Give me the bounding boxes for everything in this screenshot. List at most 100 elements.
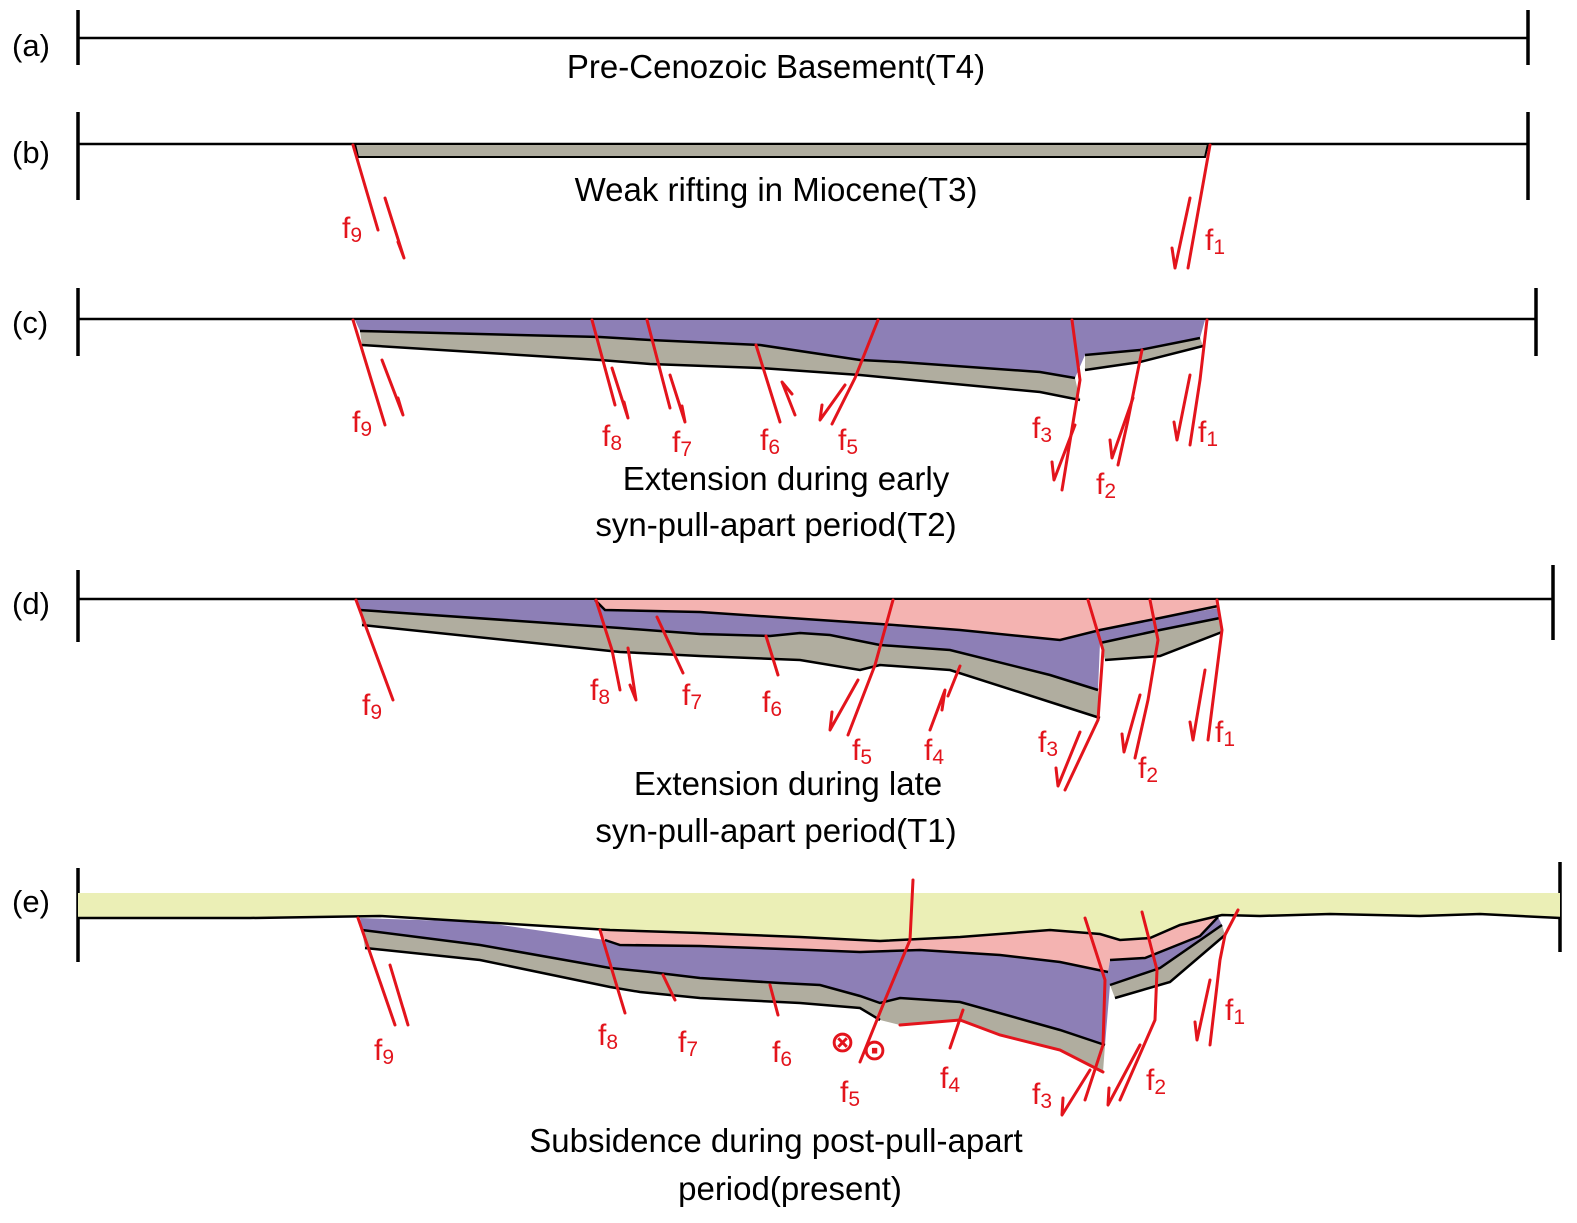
fault-f1-slip-arrow — [1193, 978, 1212, 1042]
fault-label-f1: f1 — [1225, 994, 1245, 1029]
fault-label-f4: f4 — [940, 1062, 960, 1097]
early-syn-pull-apart-unit — [356, 600, 1220, 690]
fault-label-f7: f7 — [682, 679, 702, 714]
panel-label-e: (e) — [12, 884, 50, 919]
fault-f2-slip-arrow — [1120, 693, 1142, 754]
fault-label-f6: f6 — [760, 424, 780, 459]
miocene-layer — [353, 143, 1210, 158]
post-pull-apart-unit — [78, 893, 1560, 941]
early-syn-pull-apart-unit — [360, 917, 1222, 1045]
t3-horizon — [359, 608, 1099, 692]
t2-horizon — [604, 938, 1109, 974]
fault-label-f6: f6 — [762, 686, 782, 721]
fault-f8-slip-arrow — [610, 366, 630, 420]
fault-f6 — [764, 634, 780, 677]
fault-f3-slip-arrow — [1060, 1068, 1092, 1117]
fault-f5-slip-arrow — [828, 678, 860, 732]
t2-horizon — [594, 599, 1219, 642]
panel-a: (a) Pre-Cenozoic Basement(T4) — [12, 10, 1530, 85]
fault-label-f2: f2 — [1146, 1064, 1166, 1099]
t3-horizon — [359, 329, 1076, 380]
fault-label-f9: f9 — [374, 1034, 394, 1069]
fault-f2 — [1118, 910, 1159, 1102]
caption-c-line2: syn-pull-apart period(T2) — [595, 506, 956, 543]
fault-f6 — [754, 343, 782, 424]
fault-f3-slip-arrow — [1054, 730, 1082, 788]
miocene-unit-east — [1100, 618, 1222, 660]
fault-f3 — [1063, 598, 1105, 792]
t4-horizon-east — [1104, 630, 1223, 662]
fault-f2-slip-arrow — [1108, 396, 1135, 460]
caption-b: Weak rifting in Miocene(T3) — [575, 171, 978, 208]
panel-label-a: (a) — [12, 28, 50, 63]
fault-f1 — [1206, 598, 1224, 742]
caption-e-line1: Subsidence during post-pull-apart — [529, 1122, 1022, 1159]
fault-f5 — [846, 598, 895, 737]
fault-f9 — [354, 598, 395, 702]
fault-label-f9: f9 — [362, 689, 382, 724]
caption-e-line2: period(present) — [678, 1170, 902, 1207]
fault-f5 — [830, 318, 880, 426]
fault-label-f5: f5 — [840, 1076, 860, 1111]
miocene-unit-east — [1085, 338, 1203, 370]
t1-horizon — [78, 912, 1561, 943]
fault-f7 — [645, 318, 672, 410]
fault-f1-slip-arrow — [1188, 668, 1207, 742]
fault-label-f5: f5 — [838, 424, 858, 459]
fault-f4-slip-arrow — [928, 688, 947, 732]
fault-label-f1: f1 — [1215, 716, 1235, 751]
fault-f1 — [1208, 908, 1240, 1047]
fault-label-f8: f8 — [602, 420, 622, 455]
fault-f9-slip-arrow — [388, 963, 410, 1027]
panel-label-c: (c) — [12, 305, 48, 340]
fault-label-f1: f1 — [1205, 224, 1225, 259]
fault-label-f3: f3 — [1032, 412, 1052, 447]
fault-f8-slip-arrow — [626, 646, 638, 702]
fault-label-f1: f1 — [1198, 416, 1218, 451]
strike-slip-toward-icon: ⊙ — [862, 1033, 887, 1068]
basin-base-fault-trace — [898, 1018, 1105, 1074]
t2-horizon-east — [1109, 916, 1219, 962]
fault-f7-slip-arrow — [668, 373, 687, 424]
fault-f3-slip-arrow — [1050, 423, 1077, 482]
fault-f8 — [590, 318, 617, 407]
fault-label-f4: f4 — [924, 734, 944, 769]
fault-f2-slip-arrow — [1106, 1043, 1142, 1107]
caption-d-line2: syn-pull-apart period(T1) — [595, 812, 956, 849]
fault-f9 — [351, 143, 380, 232]
fault-label-f9: f9 — [342, 212, 362, 247]
fault-label-f2: f2 — [1138, 752, 1158, 787]
fault-f3 — [1083, 916, 1107, 1102]
fault-label-f8: f8 — [598, 1019, 618, 1054]
fault-f4 — [948, 1008, 965, 1050]
fault-f9-slip-arrow — [380, 358, 405, 417]
fault-f6-slip-arrow — [780, 380, 797, 417]
fault-label-f3: f3 — [1032, 1078, 1052, 1113]
fault-f4 — [946, 664, 962, 698]
fault-label-f6: f6 — [772, 1036, 792, 1071]
panel-label-d: (d) — [12, 586, 50, 621]
strike-slip-away-icon: ⊗ — [830, 1025, 855, 1060]
t4-horizon — [364, 946, 881, 1022]
fault-f1-slip-arrow — [1170, 196, 1192, 270]
fault-label-f2: f2 — [1096, 468, 1116, 503]
caption-a: Pre-Cenozoic Basement(T4) — [567, 48, 985, 85]
panel-label-b: (b) — [12, 135, 50, 170]
early-syn-pull-apart-unit — [355, 320, 1205, 378]
miocene-unit — [360, 610, 1100, 718]
caption-c-line1: Extension during early — [623, 460, 950, 497]
fault-f2 — [1116, 348, 1144, 467]
fault-f1-slip-arrow — [1172, 373, 1192, 442]
t3-horizon-east — [1084, 336, 1201, 357]
t4-horizon — [361, 343, 1081, 402]
panel-c: (c) f9 f8 f7 f6 f5 f3 f2 — [12, 288, 1538, 543]
fault-f7 — [655, 615, 685, 675]
fault-f1 — [1188, 318, 1209, 447]
late-syn-pull-apart-unit — [595, 600, 1218, 640]
fault-f8 — [598, 928, 627, 1015]
fault-label-f7: f7 — [678, 1026, 698, 1061]
fault-label-f3: f3 — [1038, 726, 1058, 761]
fault-f5-slip-arrow — [818, 383, 847, 422]
fault-label-f8: f8 — [590, 674, 610, 709]
miocene-unit — [362, 930, 1105, 1072]
